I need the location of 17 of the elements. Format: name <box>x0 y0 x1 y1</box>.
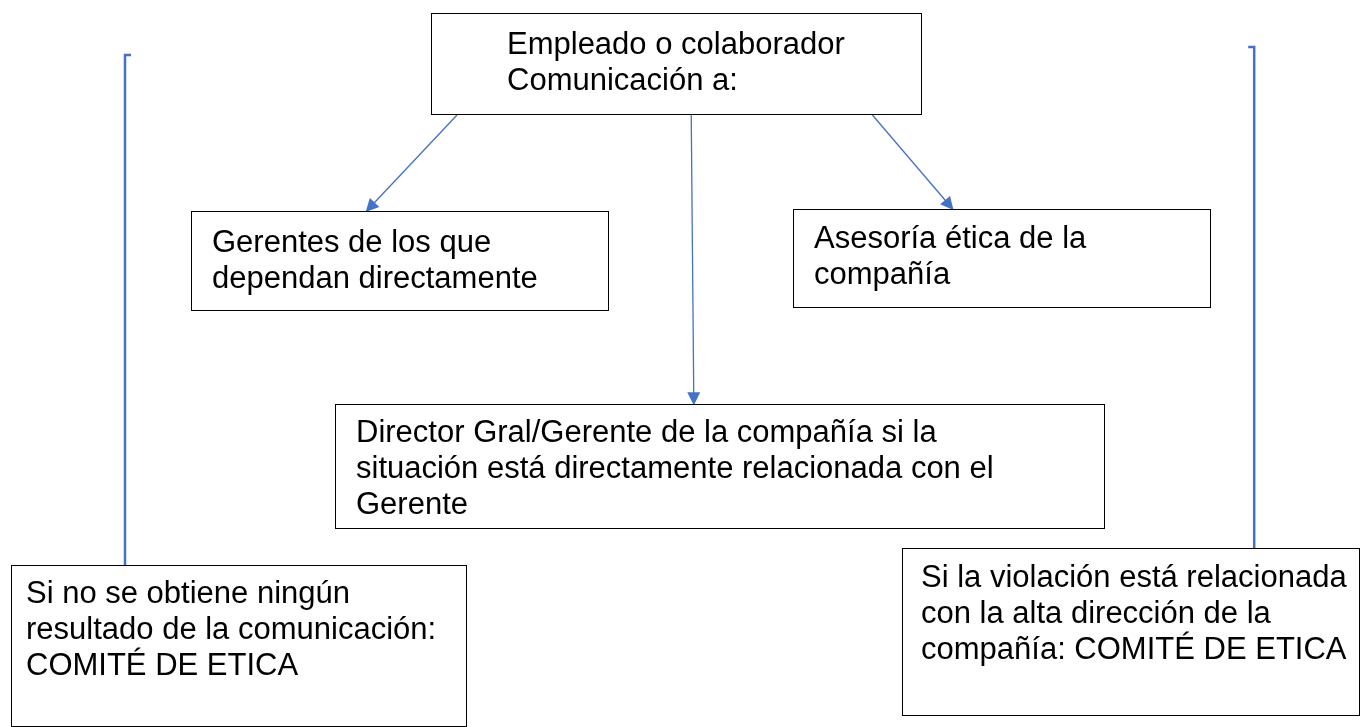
box-text: Si la violación está relacionada con la alta dirección de la compañía: COMITÉ DE ETICA <box>921 559 1348 667</box>
text-box <box>335 404 1105 529</box>
text-box <box>191 211 609 311</box>
box-text: Si no se obtiene ningún resultado de la comunicación: COMITÉ DE ETICA <box>26 575 438 683</box>
text-box <box>431 13 922 115</box>
box-text: Empleado o colaborador Comunicación a: <box>507 26 846 98</box>
arrow <box>365 114 458 212</box>
arrow <box>871 114 954 210</box>
text-box <box>11 565 467 727</box>
box-text: Director Gral/Gerente de la compañía si la situación está directamente relacionada con el Gerente <box>356 414 995 522</box>
bracket-line <box>1248 45 1256 548</box>
bracket-line <box>123 53 131 565</box>
box-text: Gerentes de los que dependan directamente <box>212 224 539 296</box>
text-box <box>793 209 1211 308</box>
box-text: Asesoría ética de la compañía <box>814 220 1088 292</box>
arrow <box>687 114 701 406</box>
text-box <box>902 548 1360 716</box>
